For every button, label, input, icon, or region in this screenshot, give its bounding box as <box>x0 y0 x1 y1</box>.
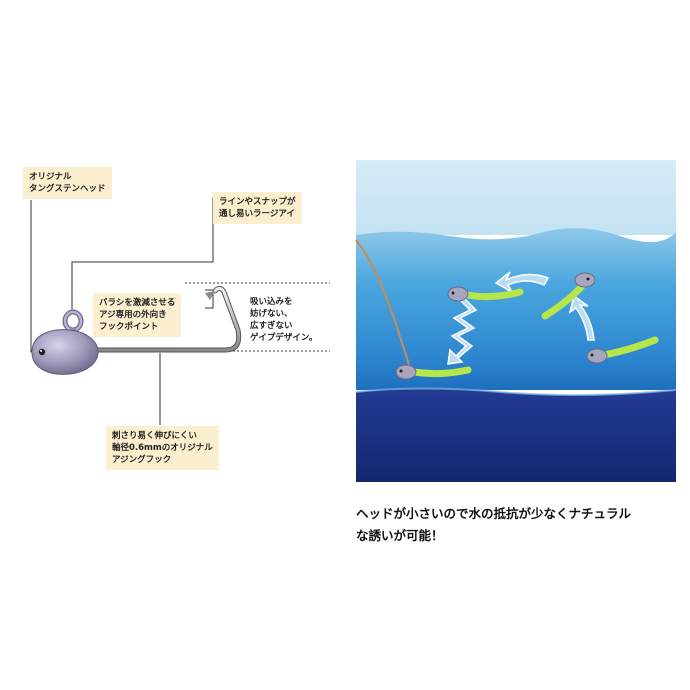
lure-3 <box>586 336 659 364</box>
label-hook-point: バラシを激減させる アジ専用の外向き フックポイント <box>93 293 182 337</box>
fishing-line <box>355 239 411 369</box>
leader-hook-point <box>205 289 214 309</box>
arrow-down-zigzag <box>447 297 478 365</box>
arrow-left <box>494 271 550 294</box>
motion-arrows <box>447 271 595 365</box>
lure-2 <box>541 272 596 320</box>
deep-water <box>356 388 676 482</box>
arrow-up <box>568 294 595 341</box>
label-gape-design: 吸い込みを 妨げない、 広すぎない ゲイプデザイン。 <box>250 297 318 343</box>
lure-1 <box>447 286 524 302</box>
hook <box>89 286 242 353</box>
label-original-head: オリジナル タングステンヘッド <box>23 167 112 199</box>
lure-4 <box>395 364 472 380</box>
leader-large-eye <box>71 198 214 312</box>
sky <box>356 160 676 235</box>
tungsten-head <box>31 329 99 375</box>
label-large-eye: ラインやスナップが 通し易いラージアイ <box>213 192 302 224</box>
label-hook-shank: 刺さり易く伸びにくい 軸径0.6mmのオリジナル アジングフック <box>106 426 219 470</box>
caption: ヘッドが小さいので水の抵抗が少なくナチュラル な誘いが可能！ <box>356 506 632 543</box>
